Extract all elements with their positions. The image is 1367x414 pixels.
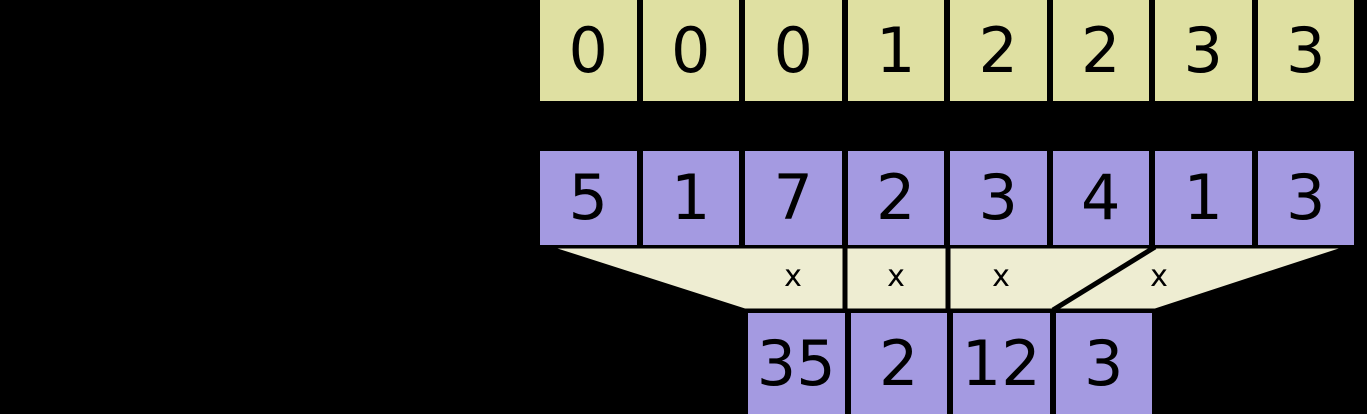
- index-cell: 0: [742, 0, 845, 104]
- index-cell: 2: [947, 0, 1050, 104]
- index-cell: 3: [1152, 0, 1255, 104]
- index-cell: 0: [537, 0, 640, 104]
- operator-label: x: [992, 259, 1010, 294]
- index-cell: 3: [1254, 0, 1357, 104]
- value-cell: 4: [1049, 148, 1152, 248]
- segment-index-row: 0 0 0 1 2 2 3 3: [537, 0, 1357, 104]
- operator-label: x: [784, 259, 802, 294]
- value-cell: 1: [1152, 148, 1255, 248]
- index-cell: 1: [844, 0, 947, 104]
- value-cell: 2: [844, 148, 947, 248]
- result-cell: 35: [745, 310, 848, 414]
- operator-label: x: [887, 259, 905, 294]
- value-cell: 3: [1254, 148, 1357, 248]
- index-cell: 0: [639, 0, 742, 104]
- result-cell: 2: [847, 310, 950, 414]
- funnel-divider-3: [1051, 244, 1157, 313]
- value-cell: 7: [742, 148, 845, 248]
- value-cell: 1: [639, 148, 742, 248]
- input-value-row: 5 1 7 2 3 4 1 3: [537, 148, 1357, 248]
- index-cell: 2: [1049, 0, 1152, 104]
- result-cell: 3: [1052, 310, 1155, 414]
- value-cell: 3: [947, 148, 1050, 248]
- operator-label: x: [1150, 259, 1168, 294]
- reduced-result-row: 35 2 12 3: [745, 310, 1155, 414]
- funnel-shape: [547, 245, 1349, 312]
- result-cell: 12: [950, 310, 1053, 414]
- value-cell: 5: [537, 148, 640, 248]
